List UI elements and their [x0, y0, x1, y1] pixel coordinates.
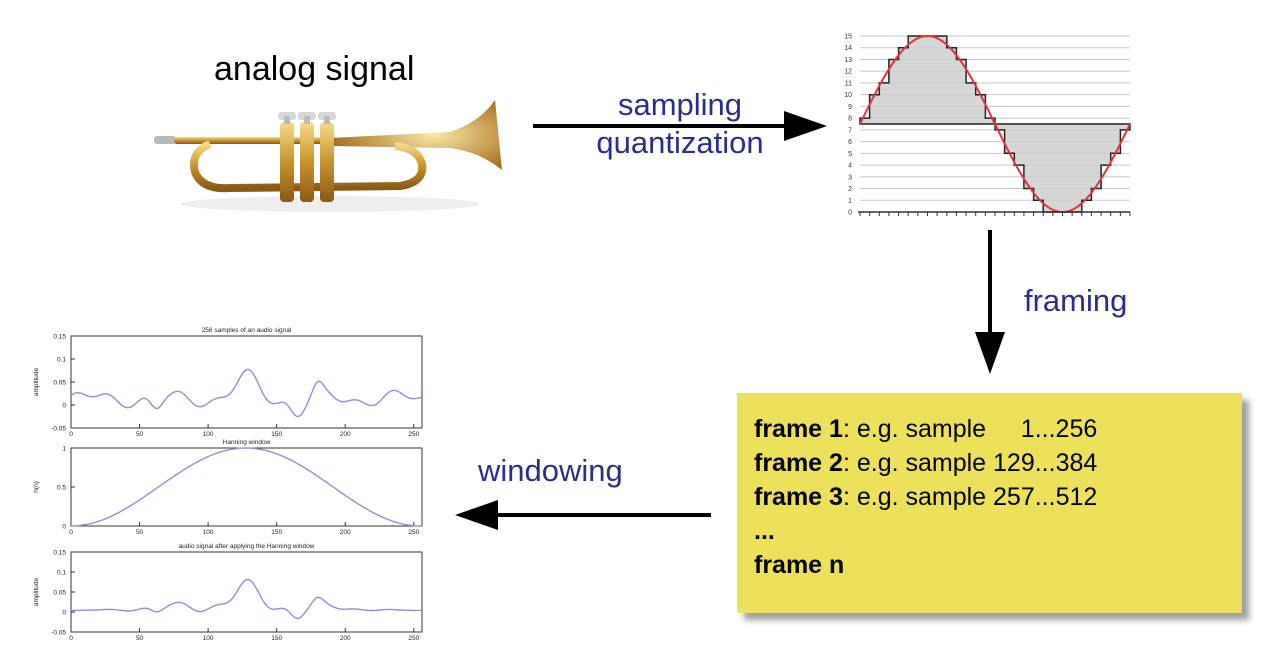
panel-ytick: 0.5: [57, 485, 66, 492]
panel-xtick: 100: [203, 431, 214, 438]
frame-name: ...: [754, 517, 775, 545]
level-label: 4: [848, 163, 852, 170]
panel-xtick: 200: [340, 431, 351, 438]
panel-curve: [70, 368, 423, 418]
panel-xtick: 200: [340, 529, 351, 536]
window-plot-panel: Hanning window h(n) 1 0.5 00 50 100 150 200 250: [33, 439, 423, 536]
framing-arrow: [975, 230, 1005, 374]
level-label: 8: [848, 116, 852, 123]
panel-ytick: 0: [62, 610, 66, 617]
panel-xtick: 50: [136, 529, 144, 536]
level-label: 12: [844, 69, 852, 76]
panel-title: audio signal after applying the Hanning …: [179, 543, 315, 550]
panel-xtick: 250: [408, 529, 419, 536]
sample-ticks: [859, 212, 1131, 216]
panel-ytick: 0.05: [53, 590, 66, 597]
frame-line: frame 3: e.g. sample 257...512: [754, 480, 1242, 514]
panel-xtick: 250: [408, 635, 419, 642]
frame-range: : e.g. sample 1...256: [842, 415, 1098, 443]
analog-sine-curve: [859, 34, 1131, 214]
sampling-label-line2: quantization: [596, 125, 764, 160]
panel-xtick: 50: [136, 635, 144, 642]
frame-name: frame 2: [754, 449, 843, 477]
level-label: 15: [844, 34, 852, 41]
window-plot-panel: audio signal after applying the Hanning …: [33, 543, 423, 642]
panel-xtick: 250: [408, 431, 419, 438]
level-label: 1: [848, 198, 852, 205]
panel-title: Hanning window: [223, 439, 271, 446]
frame-name: frame 1: [754, 415, 843, 443]
panel-ylabel: amplitude: [33, 578, 40, 607]
panel-ytick: 0.15: [53, 334, 66, 341]
level-label: 9: [848, 104, 852, 111]
level-label: 3: [848, 174, 852, 181]
framing-label: framing: [1024, 283, 1128, 318]
frame-name: frame n: [754, 551, 845, 579]
sampling-label: sampling quantization: [560, 86, 800, 162]
panel-ytick: 0.1: [57, 357, 66, 364]
level-label: 5: [848, 151, 852, 158]
panel-ylabel: h(n): [33, 481, 40, 493]
panel-xtick: 0: [69, 529, 73, 536]
frame-line: frame 1: e.g. sample 1...256: [754, 412, 1242, 446]
panel-ytick: 0.15: [53, 550, 66, 557]
frame-line: frame 2: e.g. sample 129...384: [754, 446, 1242, 480]
frame-line: frame n: [754, 548, 1242, 582]
panel-frame: [70, 447, 423, 527]
panel-xtick: 150: [271, 635, 282, 642]
panel-xtick: 100: [203, 635, 214, 642]
level-label: 7: [848, 127, 852, 134]
panel-curve: [71, 447, 422, 527]
panel-title: 256 samples of an audio signal: [202, 327, 292, 334]
level-label: 11: [845, 80, 852, 87]
level-label: 13: [844, 57, 852, 64]
level-label: 6: [848, 139, 852, 146]
panel-ytick: -0.05: [51, 630, 66, 637]
panel-ytick: 0: [62, 403, 66, 410]
panel-xtick: 200: [340, 635, 351, 642]
panel-ylabel: amplitude: [33, 368, 40, 397]
level-label: 0: [848, 210, 852, 217]
level-label: 14: [844, 45, 852, 52]
panel-xtick: 50: [136, 431, 144, 438]
panel-ytick: 0: [62, 524, 66, 531]
panel-xtick: 0: [69, 431, 73, 438]
frame-line: ...: [754, 514, 1242, 548]
panel-frame: [70, 551, 423, 633]
analog-signal-caption: analog signal: [214, 50, 415, 88]
frame-range: : e.g. sample 129...384: [842, 449, 1098, 477]
frame-name: frame 3: [754, 483, 843, 511]
panel-frame: [70, 335, 423, 429]
level-label: 2: [848, 186, 852, 193]
trumpet-icon: [154, 100, 502, 212]
panel-xtick: 100: [203, 529, 214, 536]
windowing-label: windowing: [478, 453, 623, 488]
sampling-arrow: [533, 111, 827, 141]
panel-xtick: 0: [69, 635, 73, 642]
panel-ytick: 1: [62, 446, 66, 453]
panel-curve: [71, 578, 422, 620]
window-plot-panel: 256 samples of an audio signal amplitude 0…: [33, 327, 423, 438]
level-label: 10: [844, 92, 852, 99]
panel-xtick: 150: [271, 431, 282, 438]
panel-xtick: 150: [271, 529, 282, 536]
frame-range: : e.g. sample 257...512: [842, 483, 1098, 511]
panel-ytick: -0.05: [51, 426, 66, 433]
windowing-plots: 256 samples of an audio signal amplitude 0…: [33, 327, 423, 642]
panel-ytick: 0.05: [53, 380, 66, 387]
panel-ytick: 0.1: [57, 570, 66, 577]
windowing-arrow: [455, 500, 711, 530]
sampling-label-line1: sampling: [617, 87, 743, 122]
